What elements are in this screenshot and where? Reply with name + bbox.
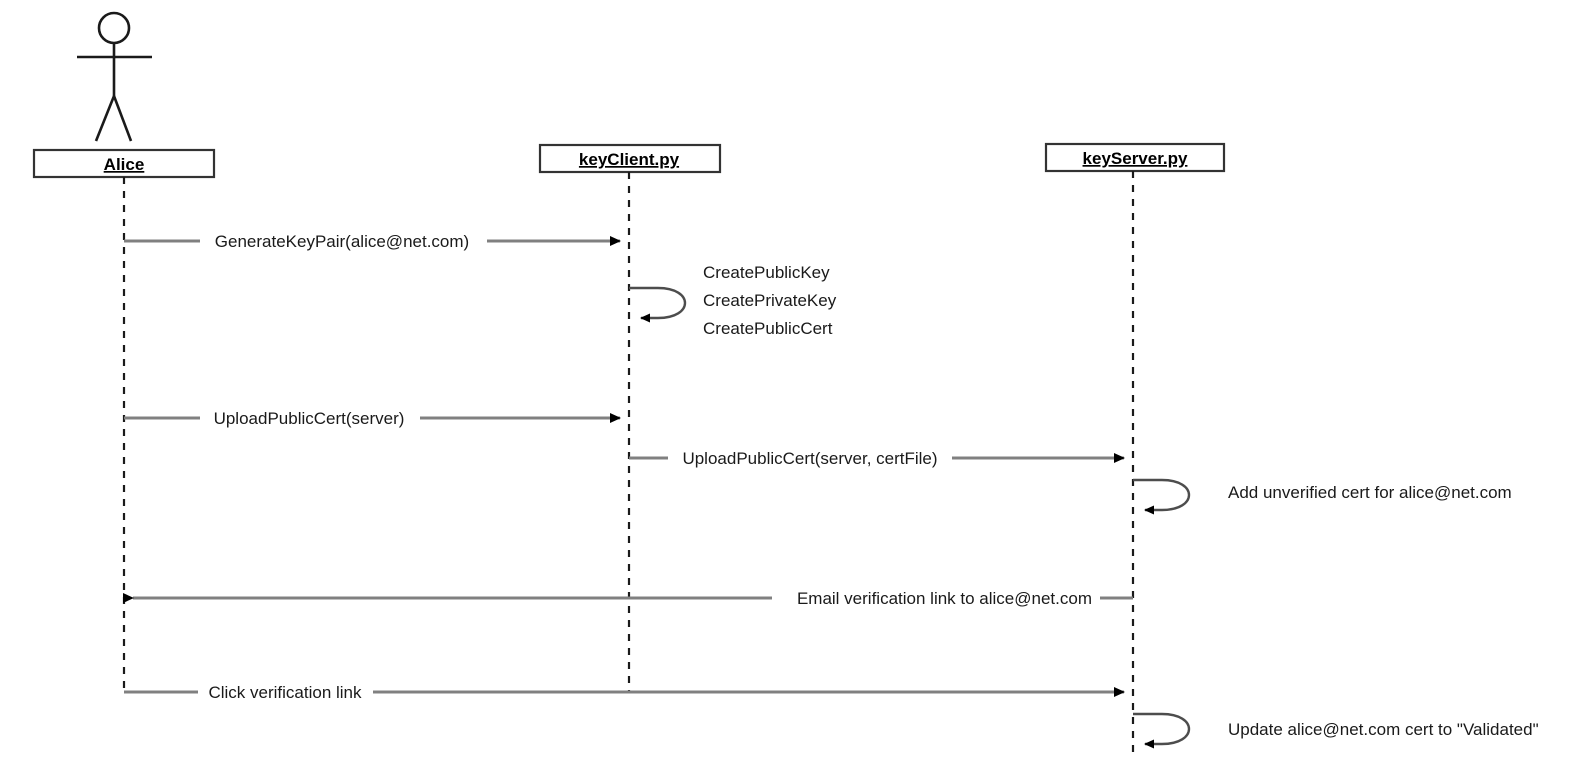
lifeline-keyserver[interactable]: keyServer.py [1044, 142, 1226, 752]
message-label-generate-key-pair: GenerateKeyPair(alice@net.com) [215, 232, 469, 251]
self-message-label-add-unverified-cert: Add unverified cert for alice@net.com [1228, 483, 1512, 502]
self-message-add-unverified-cert[interactable]: Add unverified cert for alice@net.com [1133, 478, 1512, 515]
lifeline-box-alice[interactable] [32, 148, 216, 179]
message-label-click-verification-link: Click verification link [208, 683, 362, 702]
lifeline-alice[interactable]: Alice [32, 148, 216, 692]
message-generate-key-pair[interactable]: GenerateKeyPair(alice@net.com) [124, 232, 621, 251]
self-call-loop-arrow [629, 286, 686, 323]
lifeline-box-keyserver[interactable] [1044, 142, 1226, 173]
lifeline-label-keyclient: keyClient.py [579, 150, 680, 169]
message-email-verification-link[interactable]: Email verification link to alice@net.com [123, 589, 1133, 608]
lifeline-label-keyserver: keyServer.py [1083, 149, 1188, 168]
message-label-upload-public-cert-certfile: UploadPublicCert(server, certFile) [682, 449, 937, 468]
self-message-update-cert-validated[interactable]: Update alice@net.com cert to "Validated" [1133, 712, 1539, 749]
message-label-email-verification-link: Email verification link to alice@net.com [797, 589, 1092, 608]
self-call-loop-arrow [1133, 478, 1190, 515]
message-click-verification-link[interactable]: Click verification link [124, 683, 1125, 702]
lifeline-keyclient[interactable]: keyClient.py [538, 143, 722, 692]
self-message-label-update-cert-validated: Update alice@net.com cert to "Validated" [1228, 720, 1539, 739]
message-upload-public-cert-certfile[interactable]: UploadPublicCert(server, certFile) [629, 449, 1125, 468]
self-message-create-keys[interactable]: CreatePublicKey CreatePrivateKey CreateP… [629, 263, 837, 338]
self-call-loop-arrow [1133, 712, 1190, 749]
message-upload-public-cert[interactable]: UploadPublicCert(server) [124, 409, 621, 428]
lifeline-label-alice: Alice [104, 155, 145, 174]
self-message-label-line-1: CreatePublicKey [703, 263, 830, 282]
message-label-upload-public-cert: UploadPublicCert(server) [214, 409, 405, 428]
self-message-label-line-2: CreatePrivateKey [703, 291, 837, 310]
self-message-label-line-3: CreatePublicCert [703, 319, 833, 338]
stick-figure-actor-icon [77, 11, 152, 142]
